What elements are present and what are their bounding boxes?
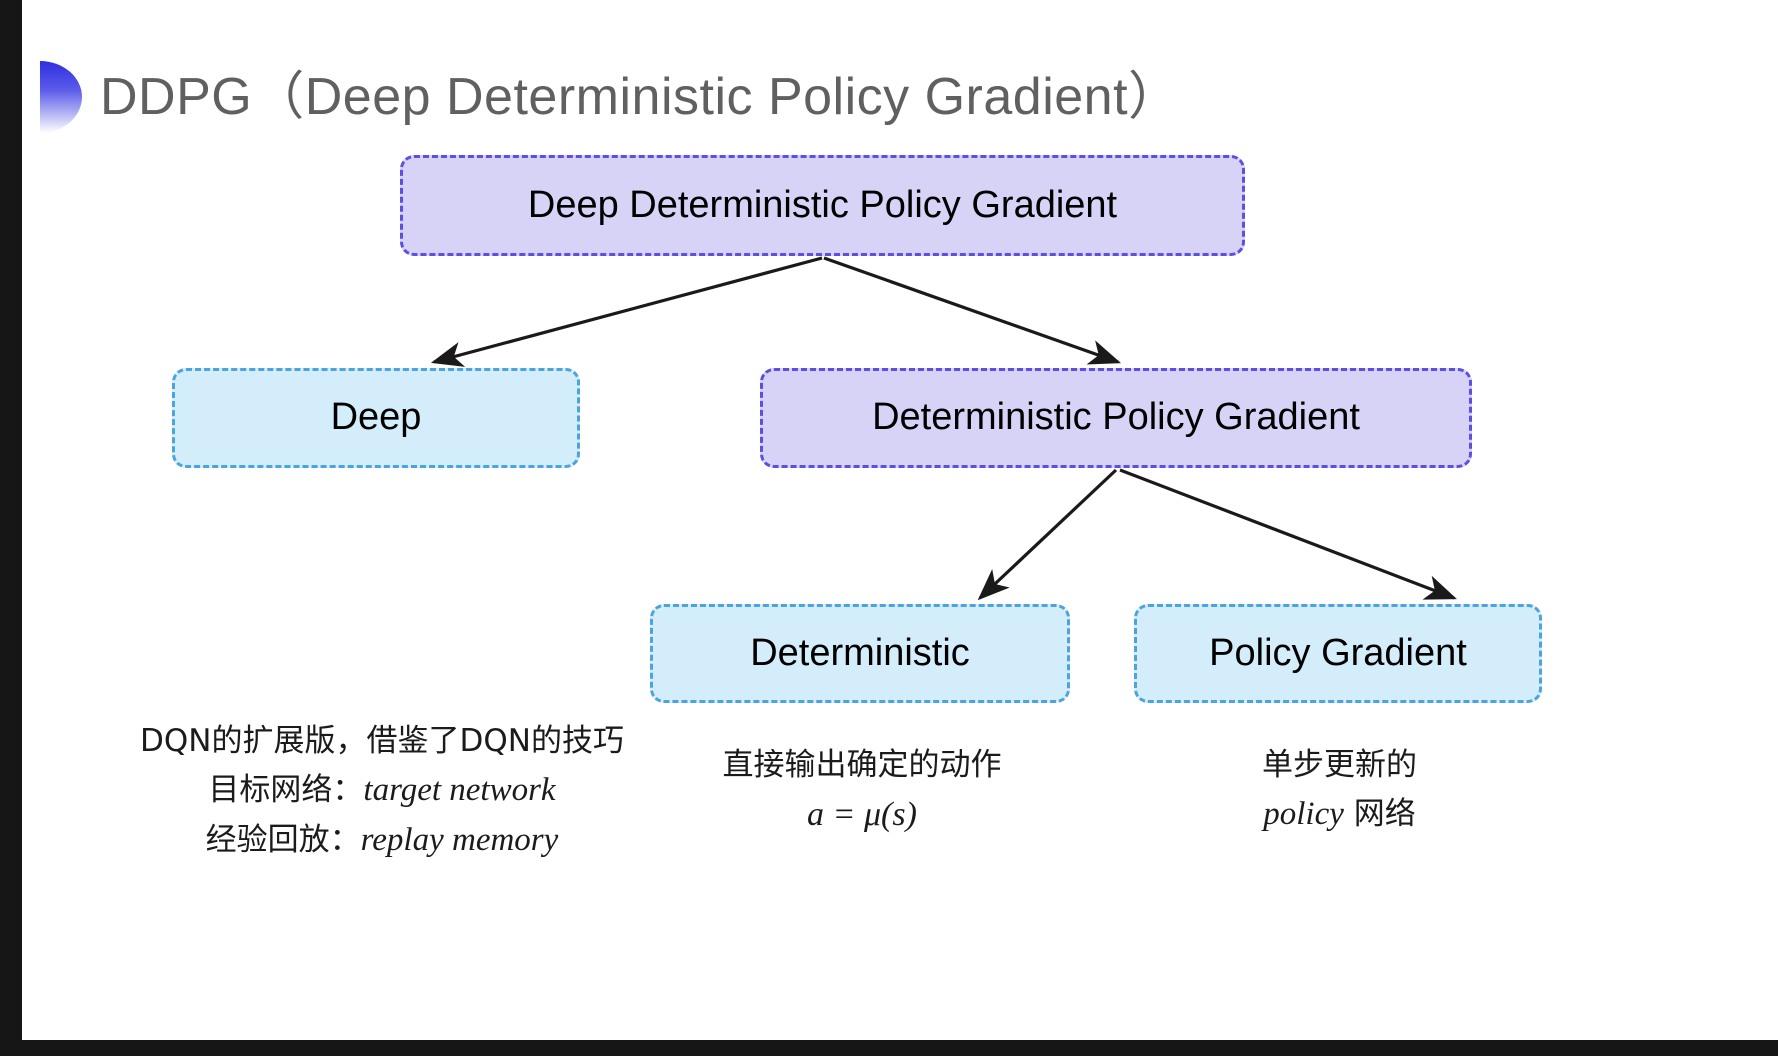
- caption-policy-gradient: 单步更新的 policy 网络: [1152, 742, 1527, 839]
- node-label: Deterministic Policy Gradient: [872, 396, 1360, 439]
- caption-line: 经验回放：replay memory: [82, 815, 682, 865]
- caption-line: policy 网络: [1152, 789, 1527, 839]
- caption-formula: a = μ(s): [807, 796, 917, 834]
- caption-text: 单步更新的: [1262, 747, 1417, 783]
- node-label: Deterministic: [750, 631, 970, 674]
- caption-line: a = μ(s): [662, 789, 1062, 841]
- caption-line: 单步更新的: [1152, 742, 1527, 789]
- edge-dpg-deterministic: [977, 468, 1118, 601]
- page-title-text: DDPG（Deep Deterministic Policy Gradient）: [100, 68, 1181, 126]
- caption-label: 经验回放：: [205, 822, 361, 859]
- node-deep-deterministic-policy-gradient[interactable]: Deep Deterministic Policy Gradient: [400, 155, 1245, 256]
- caption-line: DQN的扩展版，借鉴了DQN的技巧: [82, 718, 682, 765]
- caption-term: replay memory: [360, 822, 559, 859]
- node-label: Deep: [330, 396, 422, 439]
- caption-term: target network: [363, 772, 556, 809]
- node-deterministic-policy-gradient[interactable]: Deterministic Policy Gradient: [760, 368, 1472, 468]
- caption-term: policy: [1263, 796, 1344, 833]
- caption-text: DQN的扩展版，借鉴了DQN的技巧: [140, 723, 624, 759]
- edge-root-dpg: [823, 256, 1122, 365]
- page-title: DDPG（Deep Deterministic Policy Gradient）: [40, 61, 1181, 133]
- node-label: Policy Gradient: [1209, 631, 1467, 674]
- bullet-gradient-icon: [40, 61, 82, 133]
- node-policy-gradient[interactable]: Policy Gradient: [1134, 604, 1542, 703]
- caption-suffix: 网络: [1343, 796, 1416, 833]
- node-deep[interactable]: Deep: [172, 368, 580, 468]
- edge-root-deep: [430, 256, 823, 367]
- caption-label: 目标网络：: [208, 772, 364, 809]
- caption-deterministic: 直接输出确定的动作 a = μ(s): [662, 742, 1062, 841]
- caption-deep: DQN的扩展版，借鉴了DQN的技巧 目标网络：target network 经验…: [82, 718, 682, 865]
- edge-dpg-policy-gradient: [1119, 468, 1457, 600]
- node-label: Deep Deterministic Policy Gradient: [527, 183, 1118, 226]
- caption-text: 直接输出确定的动作: [722, 747, 1002, 783]
- node-deterministic[interactable]: Deterministic: [650, 604, 1070, 703]
- caption-line: 目标网络：target network: [82, 765, 682, 815]
- caption-line: 直接输出确定的动作: [662, 742, 1062, 789]
